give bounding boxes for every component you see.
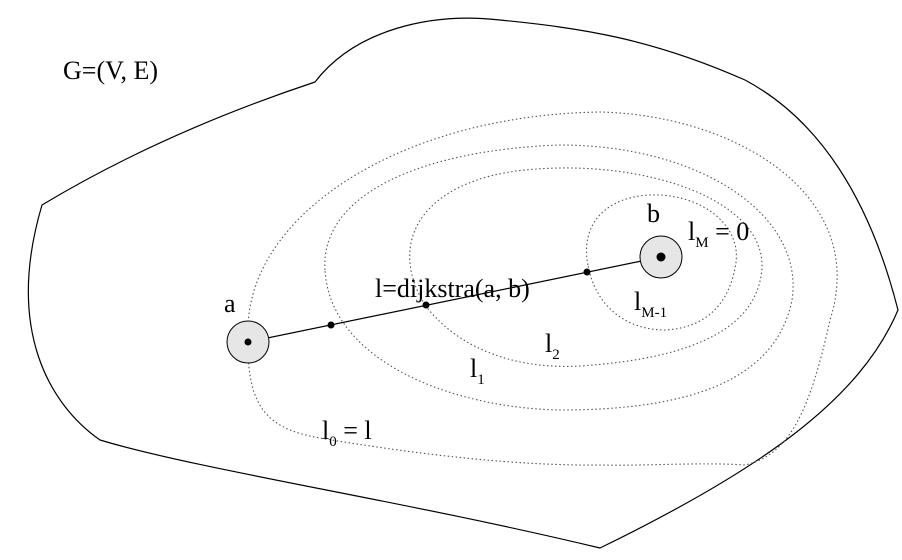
path-level-intersection-l2 (422, 301, 430, 309)
node-a-dot (244, 338, 252, 346)
level-label-l2: l2 (545, 329, 560, 363)
node-b-dot (656, 252, 666, 262)
level-curve-l1 (324, 144, 794, 411)
level-curve-l0 (247, 111, 838, 466)
level-curve-l2 (409, 167, 763, 367)
level-label-l0: l0 = l (322, 416, 372, 450)
path-level-intersection-l1 (327, 321, 335, 329)
level-label-l1: l1 (470, 354, 485, 388)
path-label: l=dijkstra(a, b) (375, 274, 530, 303)
node-b-label: b (647, 199, 660, 228)
graph-label: G=(V, E) (63, 56, 158, 85)
path-level-intersection-lM-1 (583, 268, 591, 276)
level-curve-lM-1 (586, 194, 737, 331)
node-a-label: a (224, 289, 236, 318)
level-label-lM-1: lM-1 (634, 287, 667, 321)
graph-boundary (27, 17, 899, 549)
shortest-path-line (247, 256, 662, 343)
level-label-lM: lM = 0 (688, 217, 749, 251)
